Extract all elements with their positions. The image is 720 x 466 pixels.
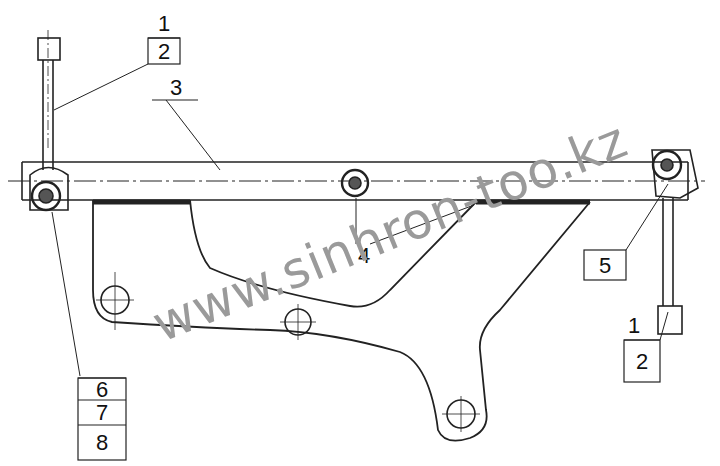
weld-seam	[93, 200, 190, 205]
leader-line	[660, 312, 668, 340]
leader-line	[52, 212, 80, 376]
pivot-nut	[39, 189, 53, 203]
rod	[52, 60, 54, 170]
pivot	[342, 170, 368, 196]
rod-eye	[30, 168, 68, 211]
rod-end	[38, 38, 60, 60]
callout-frame	[148, 38, 180, 64]
rod-axis	[48, 30, 49, 150]
callout-number: 3	[170, 77, 182, 99]
leader-line	[626, 184, 668, 250]
callout-frame	[78, 378, 126, 460]
callout-frame	[624, 340, 660, 382]
callout-number: 7	[96, 402, 108, 424]
callout-number: 2	[636, 351, 648, 373]
rod-end	[658, 306, 682, 334]
callout-number: 8	[96, 432, 108, 454]
rod	[42, 60, 44, 170]
callout-number: 1	[628, 315, 640, 337]
hole-axis	[115, 272, 116, 330]
pivot	[32, 182, 60, 210]
pivot-nut	[349, 177, 361, 189]
pivot	[653, 151, 681, 179]
hole-axis	[461, 396, 462, 432]
callout-number: 5	[599, 255, 611, 277]
pivot-nut	[661, 159, 673, 171]
watermark: www.sinhron-too.kz	[146, 114, 634, 350]
callout-number: 6	[96, 379, 108, 401]
rod	[672, 198, 674, 306]
hole-axis	[298, 304, 299, 340]
callout-frame	[584, 250, 626, 280]
callout-line	[152, 99, 198, 100]
callout-number: 1	[158, 13, 170, 35]
leader-line	[166, 100, 220, 170]
callout-number: 2	[158, 41, 170, 63]
rod	[662, 198, 664, 306]
callout-line	[78, 424, 126, 425]
rod-eye	[652, 150, 698, 198]
leader-line	[54, 64, 148, 110]
